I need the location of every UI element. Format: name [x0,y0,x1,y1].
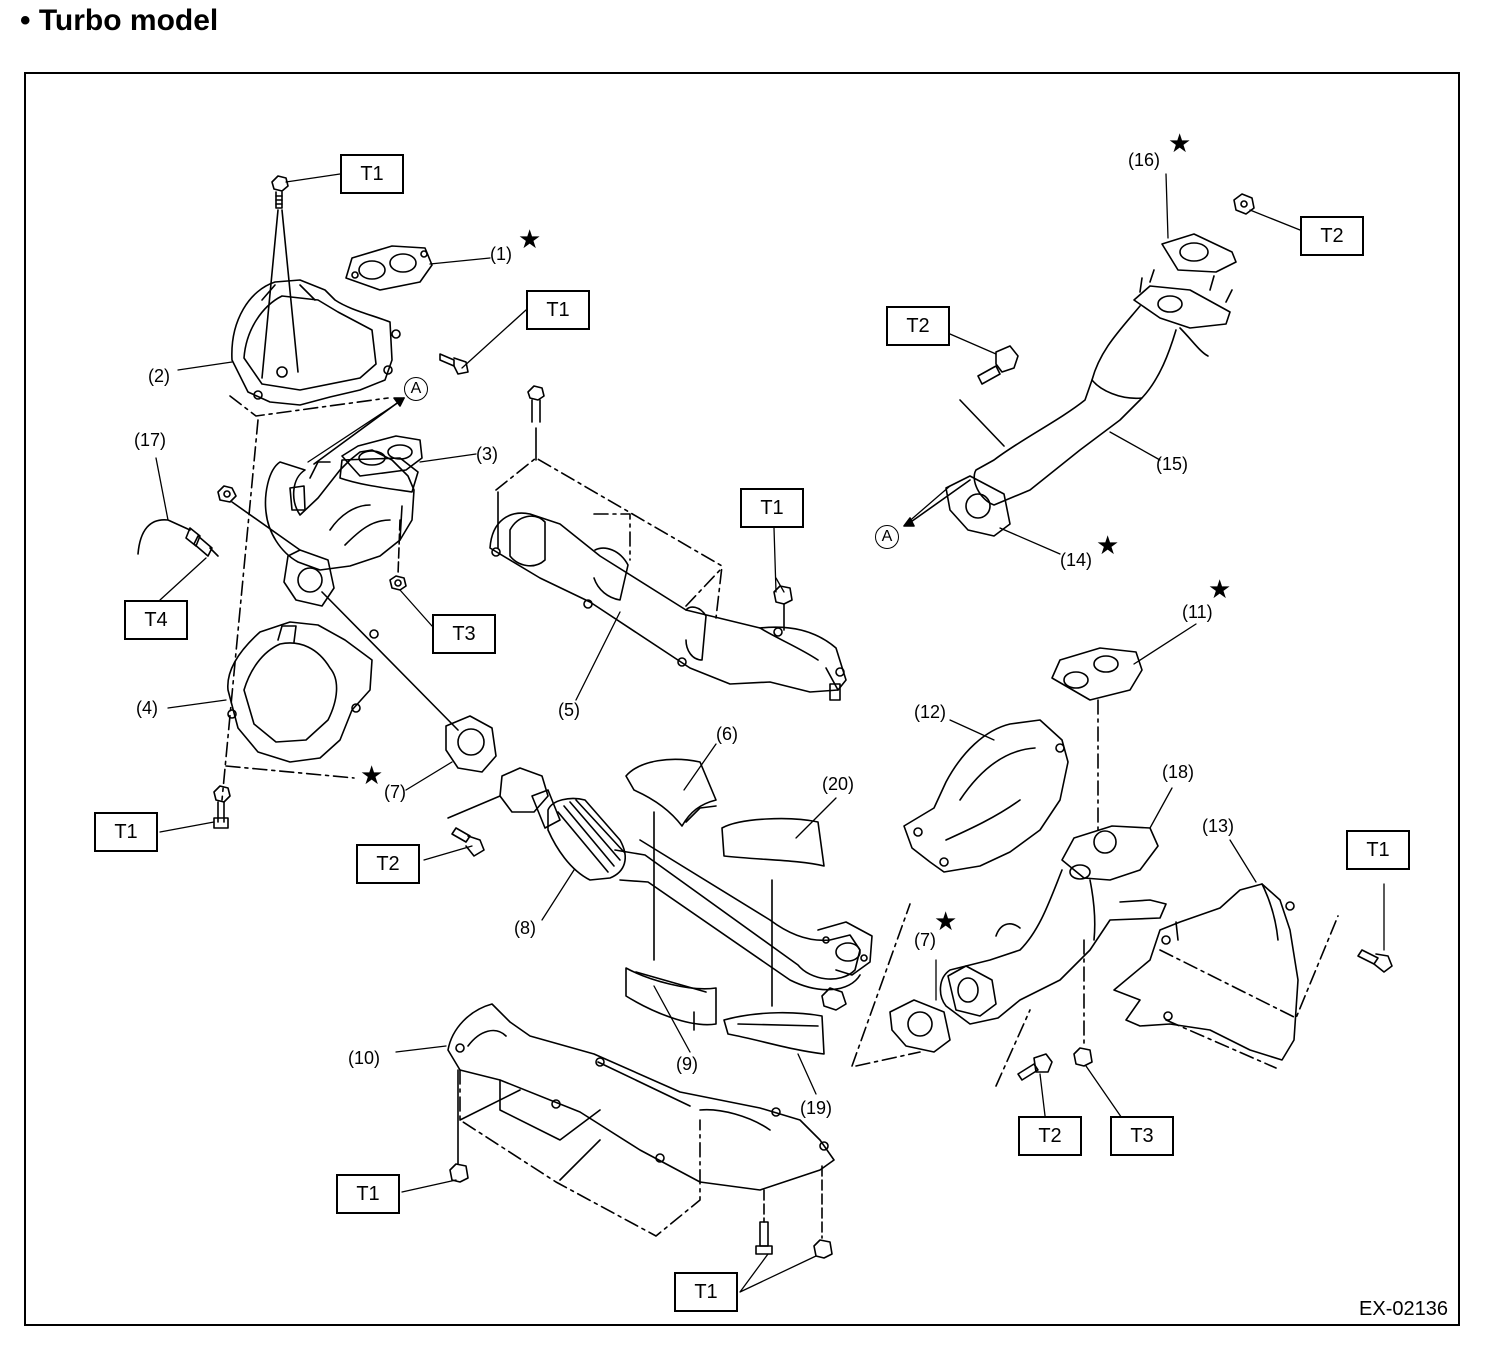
leader-lines [155,173,1385,1293]
bolt-shape [527,385,545,423]
callout-part-8: (8) [514,918,536,938]
replace-part-star: ★ [1168,128,1192,158]
oxygen-sensor-shape [137,519,219,557]
callout-part-18: (18) [1162,762,1195,782]
torque-label-t4: T4 [124,600,188,640]
lower-pipe-cover-shape [723,1011,825,1055]
nut-shape [449,1163,469,1183]
bolt-shape [829,683,841,701]
reference-marker-a: A [404,377,428,401]
callout-part-1: (1) [490,244,512,264]
callout-part-6: (6) [716,724,738,744]
front-exhaust-pipe-shape [499,767,873,991]
callout-part-5: (5) [558,700,580,720]
callout-part-13: (13) [1202,816,1235,836]
torque-label-t1: T1 [526,290,590,330]
bolt-shape [1017,1053,1053,1081]
torque-label-t1: T1 [1346,830,1410,870]
bolt-shape [213,785,231,829]
upper-gasket-shape [345,245,433,291]
upper-pipe-cover-shape [721,817,825,867]
diagram-frame [24,72,1460,1326]
torque-label-t3: T3 [1110,1116,1174,1156]
center-exhaust-pipe-shape [939,825,1167,1025]
replace-part-star: ★ [1208,574,1232,604]
callout-part-10: (10) [348,1048,381,1068]
callout-part-4: (4) [136,698,158,718]
callout-part-12: (12) [914,702,947,722]
lower-heat-shield-shape [225,621,379,779]
nut-shape [1233,193,1255,215]
callout-part-2: (2) [148,366,170,386]
replace-part-star: ★ [360,760,384,790]
callout-part-3: (3) [476,444,498,464]
figure-code: EX-02136 [1359,1298,1448,1320]
bolt-shape [755,1221,773,1255]
torque-label-t2: T2 [1018,1116,1082,1156]
callout-part-7: (7) [914,930,936,950]
bolt-shape [977,345,1019,385]
callout-part-16: (16) [1128,150,1161,170]
torque-label-t1: T1 [94,812,158,852]
callout-part-20: (20) [822,774,855,794]
torque-label-t1: T1 [336,1174,400,1214]
callout-part-17: (17) [134,430,167,450]
replace-part-star: ★ [518,224,542,254]
rear-exhaust-pipe-shape [973,233,1237,506]
exhaust-manifold-shape [264,435,423,571]
nut-shape [389,575,407,591]
torque-label-t1: T1 [740,488,804,528]
flange-gasket-shape [889,999,951,1053]
rear-heat-shield-shape [1113,883,1339,1069]
callout-part-19: (19) [800,1098,833,1118]
torque-label-t3: T3 [432,614,496,654]
front-catalytic-converter-shape [489,427,847,693]
torque-label-t1: T1 [340,154,404,194]
torque-label-t2: T2 [1300,216,1364,256]
bolt-shape [451,827,485,857]
callout-part-7: (7) [384,782,406,802]
flange-gasket-shape [445,715,497,773]
reference-marker-a: A [875,525,899,549]
lower-pipe-cover-shape [625,967,717,1026]
bolt-shape [271,175,289,209]
reference-arrows [313,397,971,527]
torque-label-t2: T2 [356,844,420,884]
bolt-shape [1357,949,1393,973]
upper-gasket-shape [1051,647,1143,701]
replace-part-star: ★ [1096,530,1120,560]
nut-shape [821,987,847,1011]
turbo-heat-shield-shape [903,719,1069,873]
callout-part-9: (9) [676,1054,698,1074]
replace-part-star: ★ [934,906,958,936]
callout-part-15: (15) [1156,454,1189,474]
nut-shape [813,1239,833,1259]
upper-pipe-cover-shape [625,758,717,827]
page-title: • Turbo model [20,4,219,37]
lower-heat-shield-shape [447,1003,835,1237]
torque-label-t1: T1 [674,1272,738,1312]
callout-part-11: (11) [1182,602,1213,622]
nut-shape [773,585,793,605]
nut-shape [217,485,237,503]
bolt-shape [439,353,469,375]
torque-label-t2: T2 [886,306,950,346]
upper-heat-shield-shape [231,279,401,406]
callout-part-14: (14) [1060,550,1093,570]
nut-shape [1073,1047,1093,1067]
flange-gasket-shape [945,475,1011,537]
